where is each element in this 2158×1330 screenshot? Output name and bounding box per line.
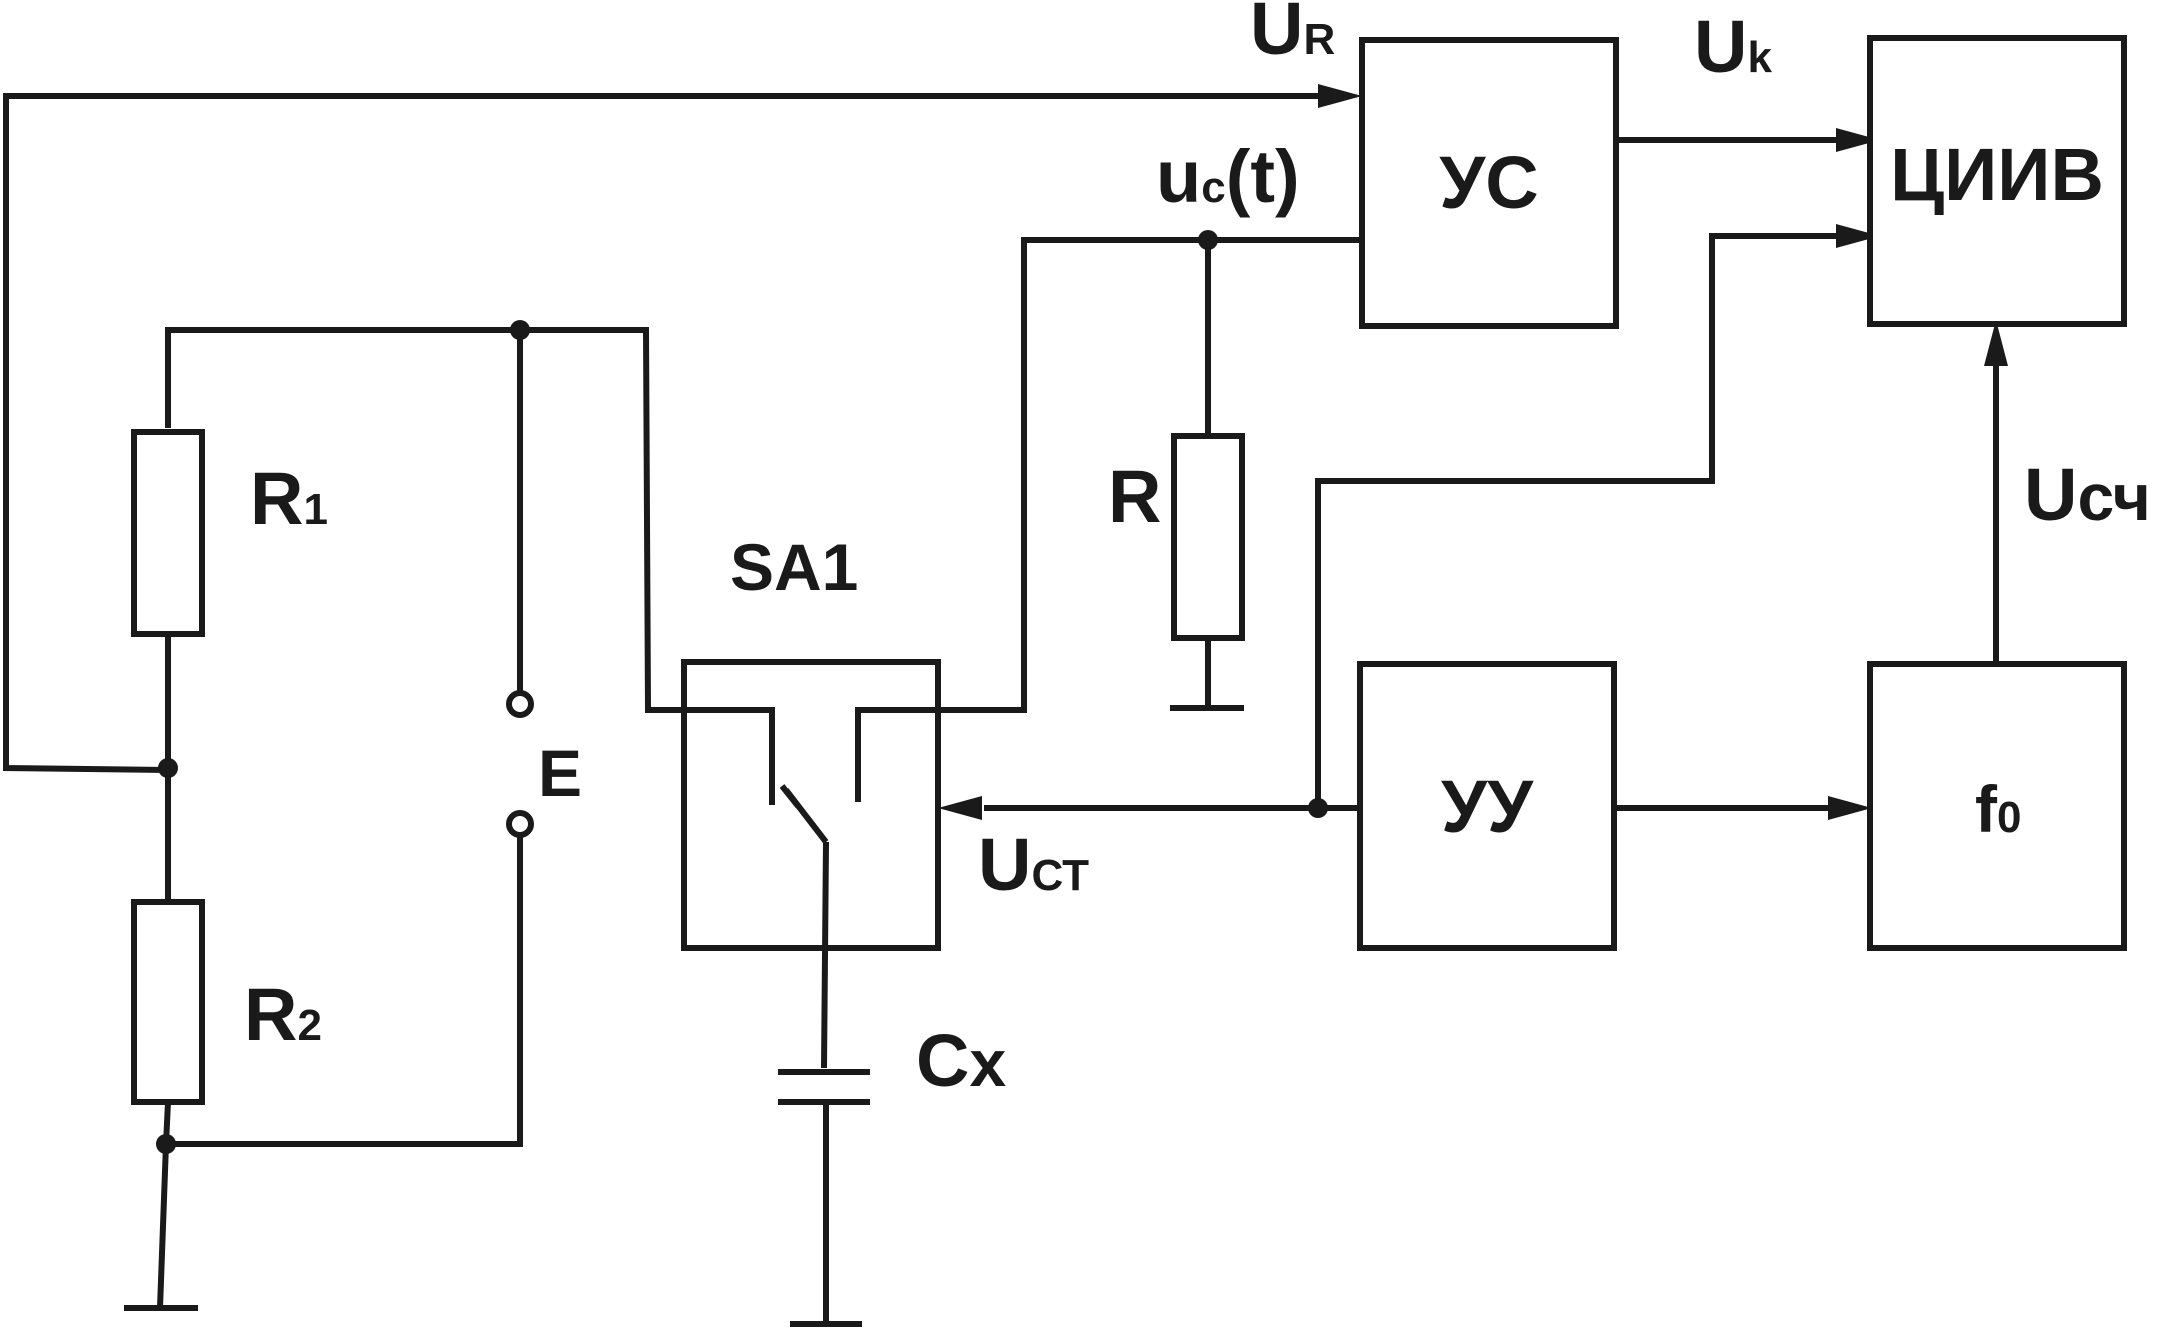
label-usch-main: U xyxy=(2024,453,2077,536)
label-cx-main: C xyxy=(916,1019,969,1102)
block-f0-main: f xyxy=(1975,772,1998,846)
switch-sa1-tick xyxy=(779,784,801,808)
wire-r2-ground xyxy=(157,1101,171,1309)
label-uc: uc(t) xyxy=(1156,135,1300,218)
arrow-into-ciiv-lower xyxy=(1836,224,1880,248)
junction-r2-ground xyxy=(156,1134,176,1154)
label-r: R xyxy=(1108,455,1161,538)
junction-divider xyxy=(158,758,178,778)
block-ciiv: ЦИИВ xyxy=(1867,35,2127,327)
label-usch: Uсч xyxy=(2024,453,2151,536)
terminal-e-top xyxy=(506,690,534,718)
junction-ust xyxy=(1308,798,1328,818)
switch-sa1-box xyxy=(681,659,941,951)
arrow-ur-into-us xyxy=(1318,84,1362,108)
wire-e-bottom xyxy=(166,836,523,1147)
label-ust: UСТ xyxy=(978,823,1089,906)
label-ust-sub: СТ xyxy=(1031,851,1089,900)
block-f0-label: f0 xyxy=(1975,772,2021,846)
block-f0-sub: 0 xyxy=(1997,793,2021,842)
wire-uu-to-ciiv xyxy=(1315,233,1836,808)
label-uc-main: u xyxy=(1156,135,1201,218)
label-ust-main: U xyxy=(978,823,1031,906)
resistor-r xyxy=(1171,433,1245,641)
label-r2-main: R xyxy=(244,973,297,1056)
label-r1-main: R xyxy=(250,457,303,540)
switch-sa1-right-contact xyxy=(855,237,1362,802)
resistor-r1 xyxy=(131,429,205,637)
label-uk-main: U xyxy=(1694,5,1747,88)
label-r2: R2 xyxy=(244,973,322,1056)
label-uk-sub: k xyxy=(1747,33,1772,82)
block-us: УС xyxy=(1359,37,1619,329)
label-r1-sub: 1 xyxy=(303,485,327,534)
label-usch-sub: сч xyxy=(2077,460,2150,534)
arrow-ust-into-sa1 xyxy=(938,796,982,820)
junction-uc xyxy=(1198,230,1218,250)
label-sa1: SA1 xyxy=(730,530,858,604)
label-r1: R1 xyxy=(250,457,328,540)
arrow-uk-into-ciiv xyxy=(1836,128,1880,152)
label-cx: Cx xyxy=(916,1019,1006,1102)
label-ur-main: U xyxy=(1250,0,1303,70)
switch-sa1-arm xyxy=(821,841,829,1069)
switch-sa1-left-contact xyxy=(648,707,775,805)
label-uc-tail: (t) xyxy=(1226,135,1300,218)
label-e: E xyxy=(538,736,582,810)
label-uc-sub: c xyxy=(1201,163,1225,212)
block-uu-label: УУ xyxy=(1441,765,1534,848)
wire-ur-feedback xyxy=(3,93,1320,773)
block-f0: f0 xyxy=(1867,661,2127,951)
label-cx-sub: x xyxy=(969,1026,1006,1100)
label-ur-sub: R xyxy=(1303,15,1335,64)
label-uk: Uk xyxy=(1694,5,1772,88)
arrow-usch-into-ciiv xyxy=(1984,320,2008,366)
label-r2-sub: 2 xyxy=(297,1001,321,1050)
resistor-r2 xyxy=(131,899,205,1105)
label-ur: UR xyxy=(1250,0,1335,70)
arrow-into-f0 xyxy=(1828,796,1872,820)
terminal-e-bottom xyxy=(506,810,534,838)
block-uu: УУ xyxy=(1357,661,1617,951)
block-ciiv-label: ЦИИВ xyxy=(1890,133,2104,216)
junction-top-rail xyxy=(510,320,530,340)
block-us-label: УС xyxy=(1439,141,1538,224)
